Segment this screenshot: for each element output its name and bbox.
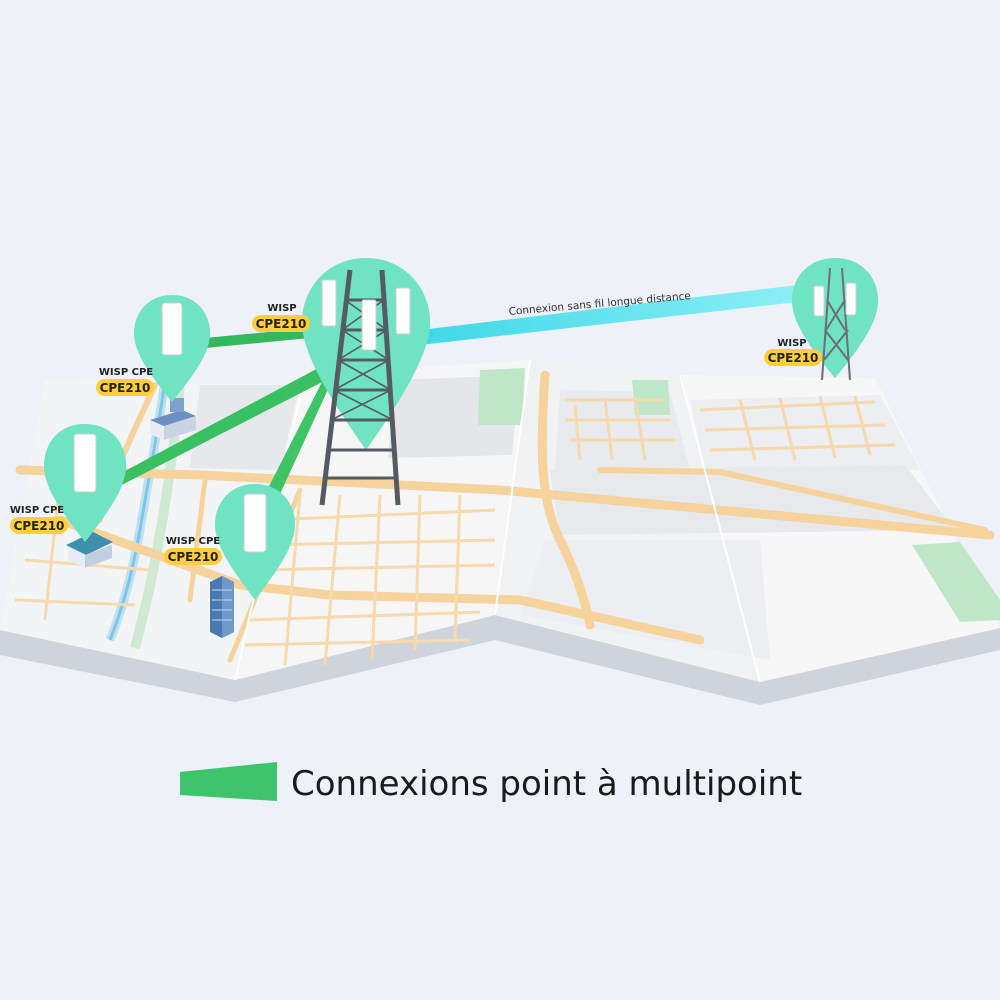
house-icon [66,532,113,568]
svg-text:CPE210: CPE210 [168,550,219,564]
multipoint-link [108,366,330,492]
wireless-links [108,283,815,505]
lattice-tower-icon [319,269,401,506]
svg-text:WISP CPE: WISP CPE [10,505,64,516]
cpe-device-icon [161,302,183,356]
tag-main-tower: WISP CPE210 [252,303,310,332]
svg-text:WISP CPE: WISP CPE [99,367,153,378]
svg-text:WISP CPE: WISP CPE [166,536,220,547]
tag-client-2: WISP CPE CPE210 [10,505,68,534]
cpe-device-icon [845,282,857,316]
building-office-icon [150,398,196,440]
cpe-device-icon [321,279,411,351]
cpe-device-icon [73,433,97,493]
svg-text:CPE210: CPE210 [100,381,151,395]
multipoint-link [262,382,330,505]
park [912,542,1000,622]
svg-text:WISP: WISP [267,303,296,314]
tag-client-3: WISP CPE CPE210 [164,536,222,565]
skyscraper-icon [210,576,234,638]
svg-text:CPE210: CPE210 [768,351,819,365]
lattice-tower-icon [821,267,851,381]
client-node-3 [215,484,295,600]
svg-text:CPE210: CPE210 [256,317,307,331]
legend-label: Connexions point à multipoint [291,764,802,804]
legend-swatch [180,762,277,801]
remote-tower-node [792,258,878,381]
svg-text:CPE210: CPE210 [14,519,65,533]
folded-map [0,359,1000,705]
client-node-1 [134,295,210,402]
tag-remote-tower: WISP CPE210 [764,338,822,366]
park [478,368,525,425]
tag-client-1: WISP CPE CPE210 [96,367,154,396]
point-to-point-link [420,283,815,345]
svg-text:WISP: WISP [777,338,806,349]
cpe-device-icon [243,493,267,553]
legend: Connexions point à multipoint [180,762,802,804]
main-tower-node [302,258,430,506]
cpe-device-icon [813,285,825,317]
client-node-2 [44,424,126,542]
multipoint-link [205,328,310,348]
park [632,380,670,415]
